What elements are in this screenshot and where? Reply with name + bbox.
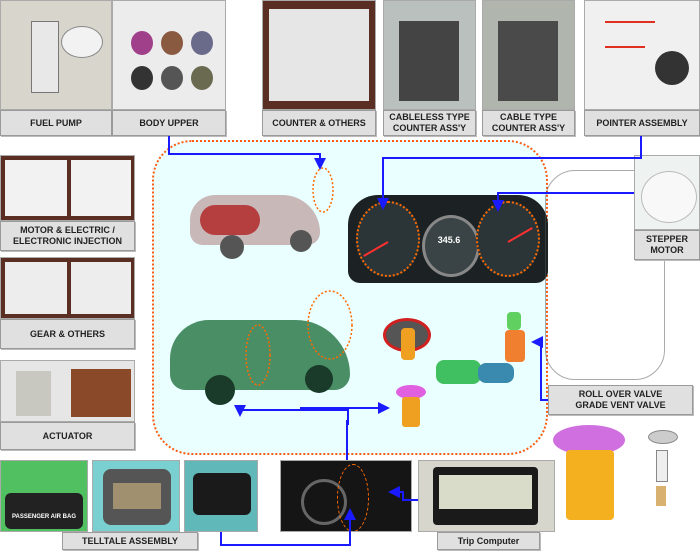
body-upper-connector (168, 136, 326, 170)
actuator-photo (0, 360, 135, 422)
cable-counter-label: CABLE TYPE COUNTER ASS'Y (482, 110, 575, 136)
trip-computer-photo (418, 460, 555, 532)
valve-part-1 (383, 313, 433, 363)
counter-others-photo (262, 0, 376, 110)
instrument-cluster: 345.6 (348, 195, 548, 283)
airbag-text: PASSENGER AIR BAG (11, 514, 76, 520)
odometer-readout: 345.6 (437, 235, 461, 245)
body-upper-label: BODY UPPER (112, 110, 226, 136)
valve-label: ROLL OVER VALVE GRADE VENT VALVE (548, 385, 693, 415)
fuel-pump-module-drawing (548, 420, 698, 532)
telltale-airbag-photo: PASSENGER AIR BAG (0, 460, 88, 532)
valve-part-3 (495, 312, 535, 367)
motor-electric-label: MOTOR & ELECTRIC / ELECTRONIC INJECTION (0, 221, 135, 251)
cableless-counter-label: CABLELESS TYPE COUNTER ASS'Y (383, 110, 476, 136)
trip-computer-label: Trip Computer (437, 532, 540, 550)
stepper-motor-exploded-drawing (545, 170, 665, 380)
gear-others-photo (0, 257, 135, 319)
pointer-connector (377, 136, 642, 210)
valve-part-4 (392, 385, 432, 435)
fuel-pump-label: FUEL PUMP (0, 110, 112, 136)
speedometer-gauge (422, 215, 480, 277)
cable-counter-photo (482, 0, 575, 110)
telltale-photo-3 (184, 460, 258, 532)
valve-part-2 (436, 355, 516, 395)
telltale-photo-2 (92, 460, 180, 532)
sedan-car-illustration (165, 290, 355, 420)
body-upper-photo (112, 0, 226, 110)
trip-computer-connector (388, 486, 418, 501)
stepper-connector (492, 192, 634, 212)
telltale-connector (220, 508, 356, 546)
stepper-motor-photo (634, 155, 700, 230)
pointer-assembly-photo (584, 0, 700, 110)
gear-others-label: GEAR & OTHERS (0, 319, 135, 349)
motor-electric-photo (0, 155, 135, 221)
fuel-temp-gauge (476, 201, 540, 277)
telltale-assembly-label: TELLTALE ASSEMBLY (62, 532, 198, 550)
valve-connector (531, 336, 548, 401)
stepper-motor-label: STEPPER MOTOR (634, 230, 700, 260)
cableless-counter-photo (383, 0, 476, 110)
counter-others-label: COUNTER & OTHERS (262, 110, 376, 136)
convertible-car-illustration (180, 160, 330, 270)
tachometer-gauge (356, 201, 420, 277)
fuel-pump-photo (0, 0, 112, 110)
actuator-label: ACTUATOR (0, 422, 135, 450)
